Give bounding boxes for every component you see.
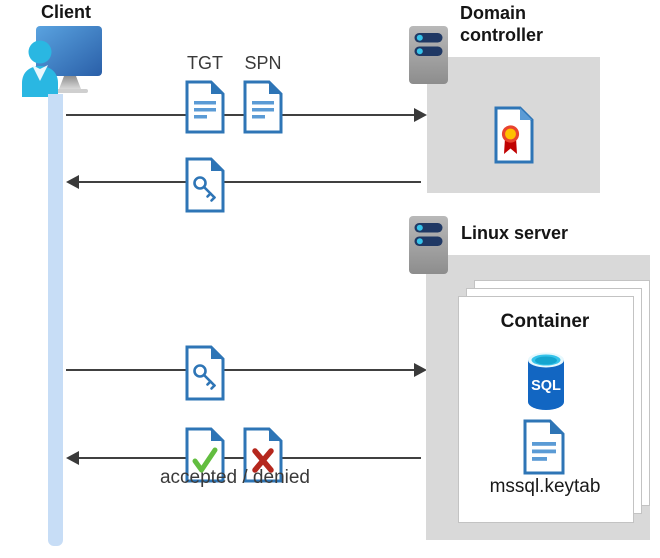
key-document-icon <box>185 345 225 401</box>
domain-controller-label: Domain controller <box>460 3 544 45</box>
spn-document-icon <box>243 80 283 134</box>
arrow-client-to-dc <box>66 108 427 122</box>
x-document-icon <box>243 427 283 483</box>
client-computer-user-icon <box>20 25 108 97</box>
certificate-icon <box>494 106 534 164</box>
arrow-client-to-linux <box>66 363 427 377</box>
check-document-icon <box>185 427 225 483</box>
keytab-file-label: mssql.keytab <box>489 476 601 497</box>
accepted-denied-label: accepted / denied <box>159 467 310 488</box>
linux-server-icon <box>409 216 448 274</box>
domain-controller-server-icon <box>409 26 448 84</box>
linux-server-label: Linux server <box>461 223 569 243</box>
tgt-document-icon <box>185 80 225 134</box>
keytab-file-icon <box>523 419 565 475</box>
spn-label: SPN <box>244 53 282 73</box>
sql-database-icon: SQL <box>526 350 566 412</box>
container-label: Container <box>500 311 590 332</box>
client-lifeline <box>48 94 63 546</box>
client-label: Client <box>40 2 91 22</box>
tgt-label: TGT <box>187 53 223 73</box>
sql-badge-text: SQL <box>531 378 561 394</box>
key-document-icon <box>185 157 225 213</box>
arrow-dc-to-client <box>66 175 421 189</box>
